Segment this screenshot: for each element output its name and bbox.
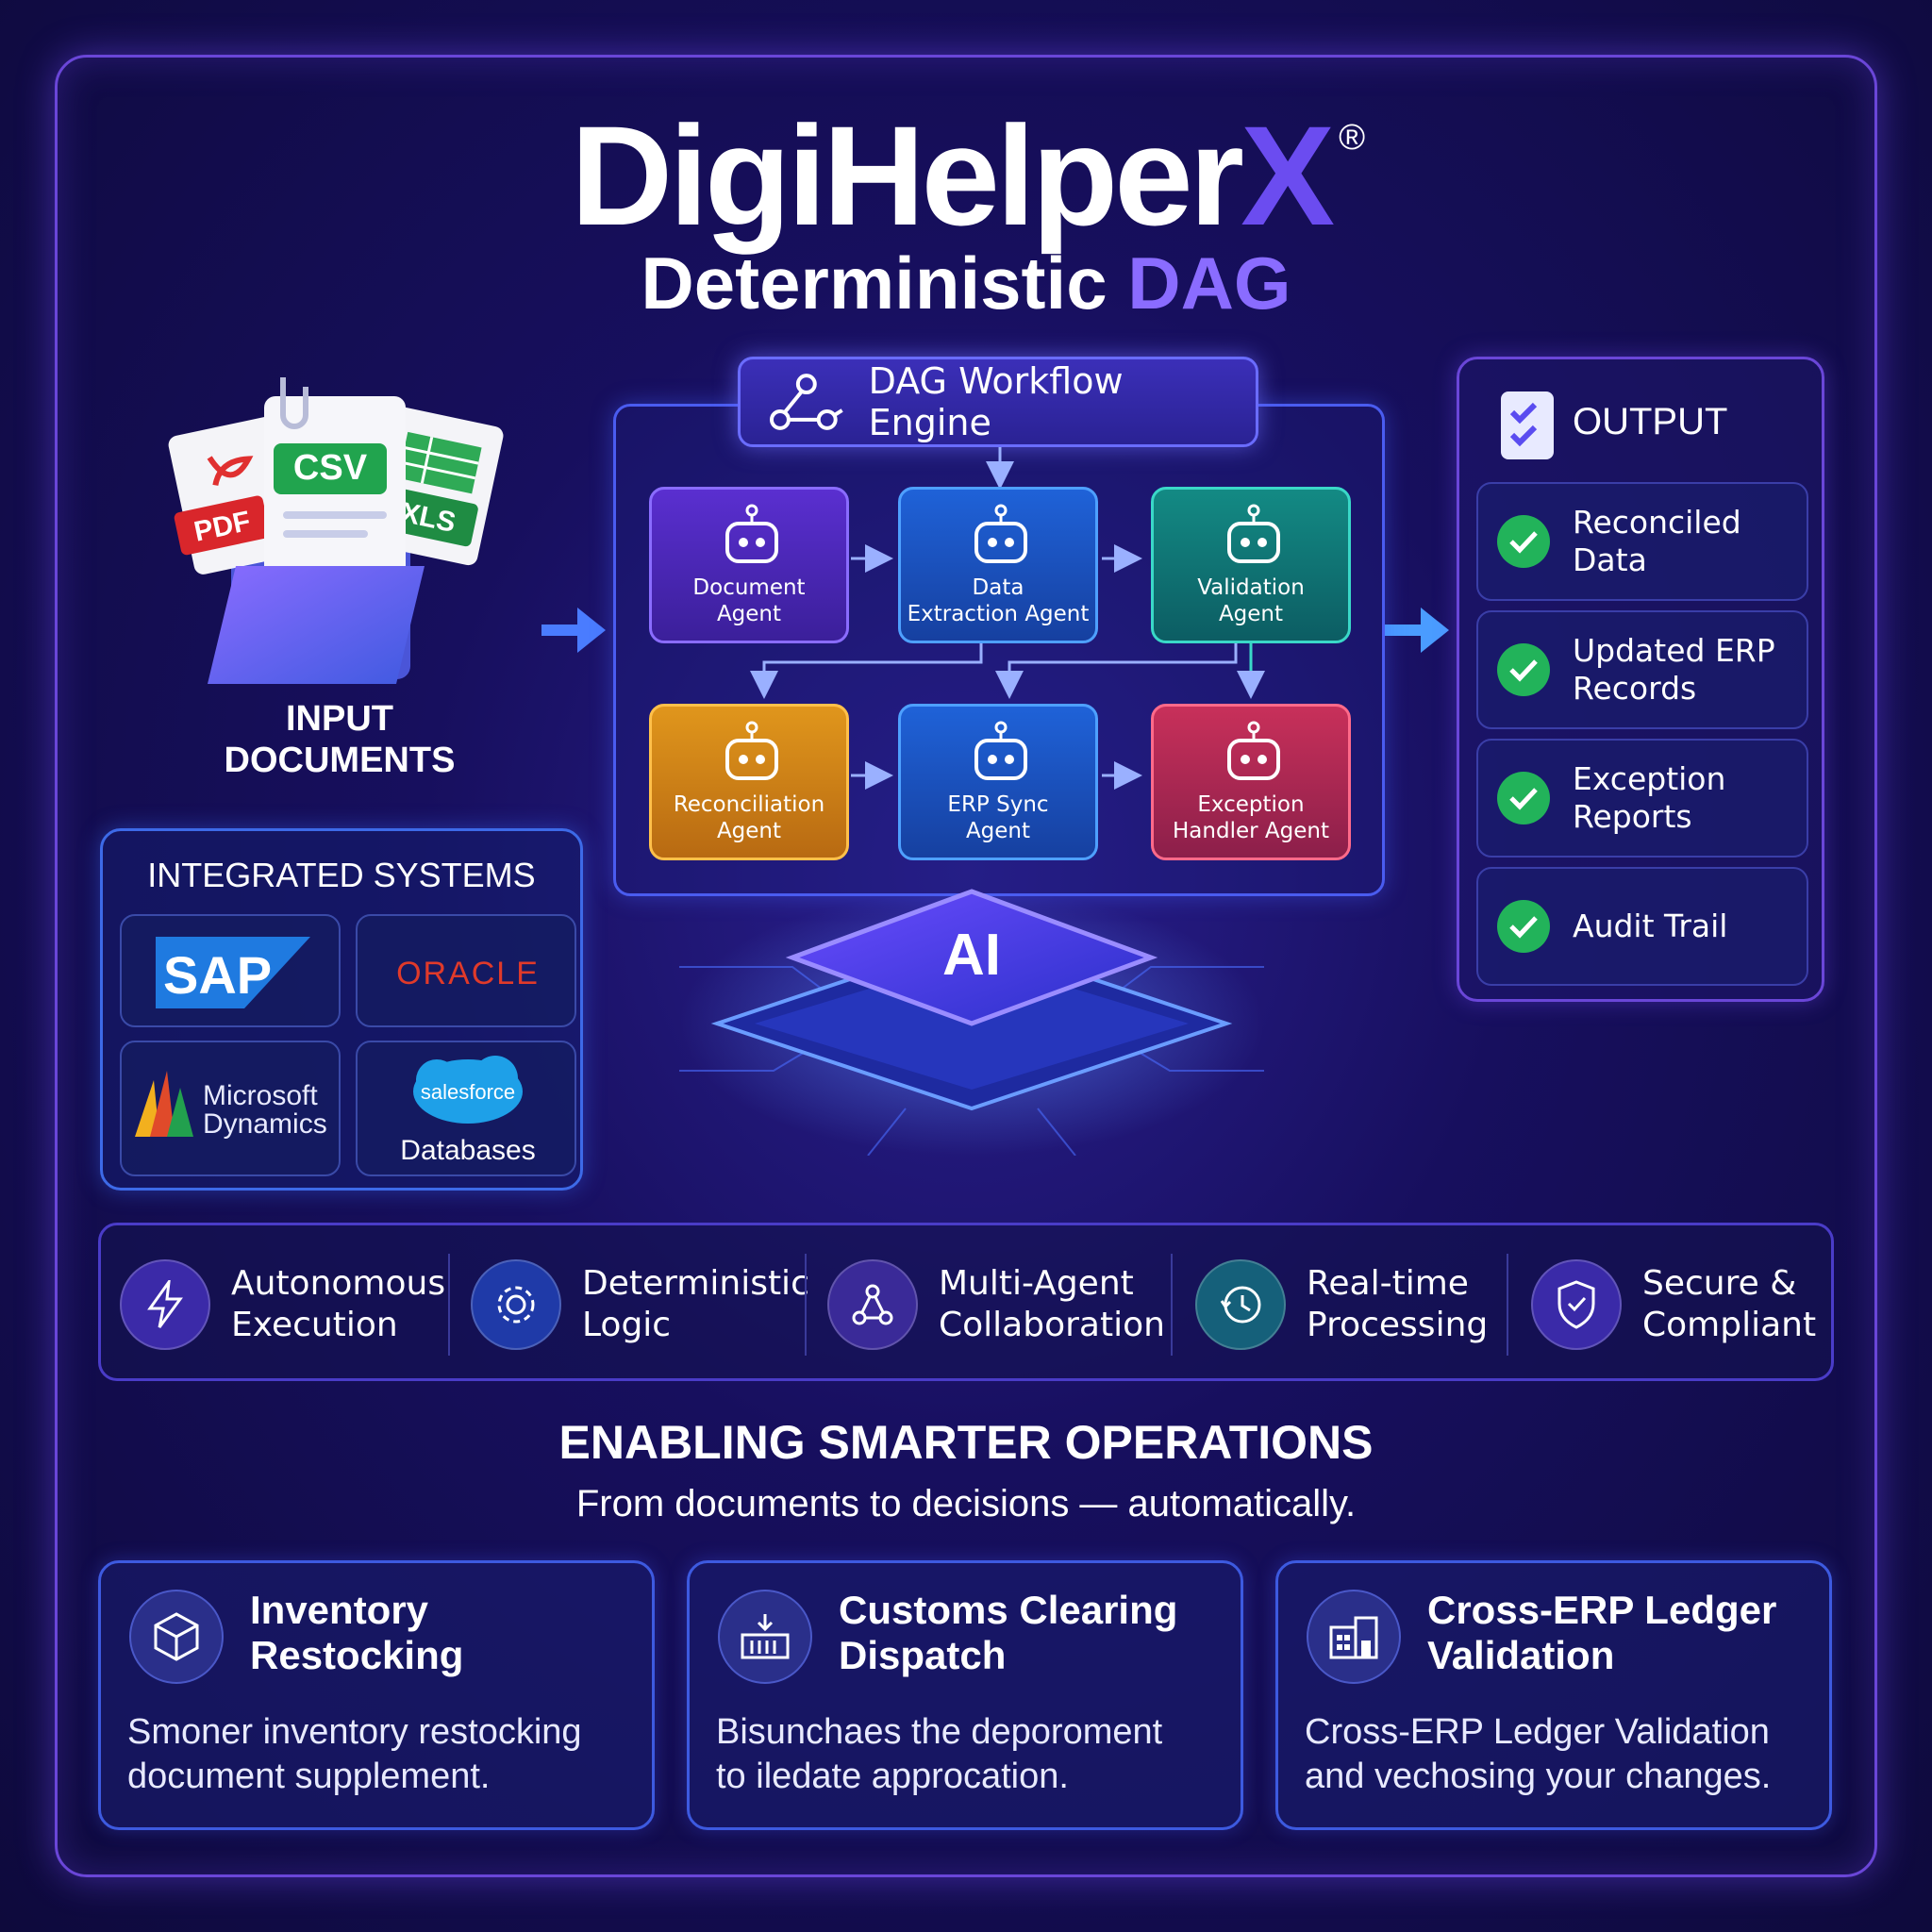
microsoft-dynamics-logo: Microsoft Dynamics — [135, 1071, 327, 1140]
svg-text:Dynamics: Dynamics — [203, 1108, 327, 1140]
check-icon — [1497, 643, 1550, 696]
svg-text:ORACLE: ORACLE — [396, 956, 540, 991]
clock-icon — [1195, 1259, 1286, 1350]
checklist-icon — [1501, 391, 1554, 459]
ai-core-label: AI — [942, 923, 1001, 988]
robot-icon — [974, 721, 1027, 780]
integrated-systems-panel: INTEGRATED SYSTEMS SAP ORACLE Microsoft … — [100, 828, 583, 1191]
graph-icon — [769, 374, 843, 430]
output-item: Audit Trail — [1476, 867, 1808, 986]
check-icon — [1497, 515, 1550, 568]
divider — [805, 1254, 807, 1356]
robot-icon — [974, 504, 1027, 563]
output-title: OUTPUT — [1573, 401, 1728, 442]
section-title: ENABLING SMARTER OPERATIONS — [558, 1416, 1374, 1469]
agent-connectors — [750, 447, 1265, 790]
network-icon — [827, 1259, 918, 1350]
check-icon — [1497, 900, 1550, 953]
integrated-systems-title: INTEGRATED SYSTEMS — [147, 856, 536, 894]
sap-logo: SAP — [156, 937, 310, 1008]
arrow-right-icon — [541, 608, 606, 653]
svg-text:Microsoft: Microsoft — [203, 1080, 318, 1111]
section-subtitle: From documents to decisions — automatica… — [575, 1483, 1357, 1524]
svg-text:salesforce: salesforce — [421, 1080, 515, 1104]
salesforce-databases-tile: salesforce Databases — [356, 1041, 576, 1176]
robot-icon — [1227, 721, 1280, 780]
divider — [1171, 1254, 1173, 1356]
divider — [1507, 1254, 1508, 1356]
robot-icon — [1227, 504, 1280, 563]
box-icon — [129, 1590, 224, 1684]
input-documents-illustration: PDF XLS CSV — [168, 377, 504, 684]
shield-icon — [1531, 1259, 1622, 1350]
brand-subtitle: Deterministic DAG — [641, 242, 1291, 325]
lightning-icon — [120, 1259, 210, 1350]
dag-engine-header: DAG Workflow Engine — [738, 357, 1258, 447]
oracle-logo: ORACLE — [396, 956, 540, 991]
brand-title: DigiHelperX® — [570, 96, 1365, 255]
outer-frame — [55, 55, 1877, 1877]
robot-icon — [725, 721, 778, 780]
feature-secure-compliant: Secure &Compliant — [1531, 1225, 1816, 1384]
microsoft-dynamics-logo-tile: Microsoft Dynamics — [120, 1041, 341, 1176]
arrow-right-icon — [1385, 608, 1449, 653]
csv-label: CSV — [293, 448, 368, 488]
gear-icon — [471, 1259, 561, 1350]
dag-engine-title: DAG Workflow Engine — [868, 360, 1124, 443]
svg-text:SAP: SAP — [163, 945, 272, 1005]
building-icon — [1307, 1590, 1401, 1684]
svg-text:Databases: Databases — [400, 1135, 535, 1166]
check-icon — [1497, 772, 1550, 824]
oracle-logo-tile: ORACLE — [356, 914, 576, 1027]
sap-logo-tile: SAP — [120, 914, 341, 1027]
customs-icon — [718, 1590, 812, 1684]
ai-core-chip: AI — [679, 889, 1264, 1156]
robot-icon — [725, 504, 778, 563]
divider — [448, 1254, 450, 1356]
salesforce-logo: salesforce Databases — [400, 1056, 536, 1166]
